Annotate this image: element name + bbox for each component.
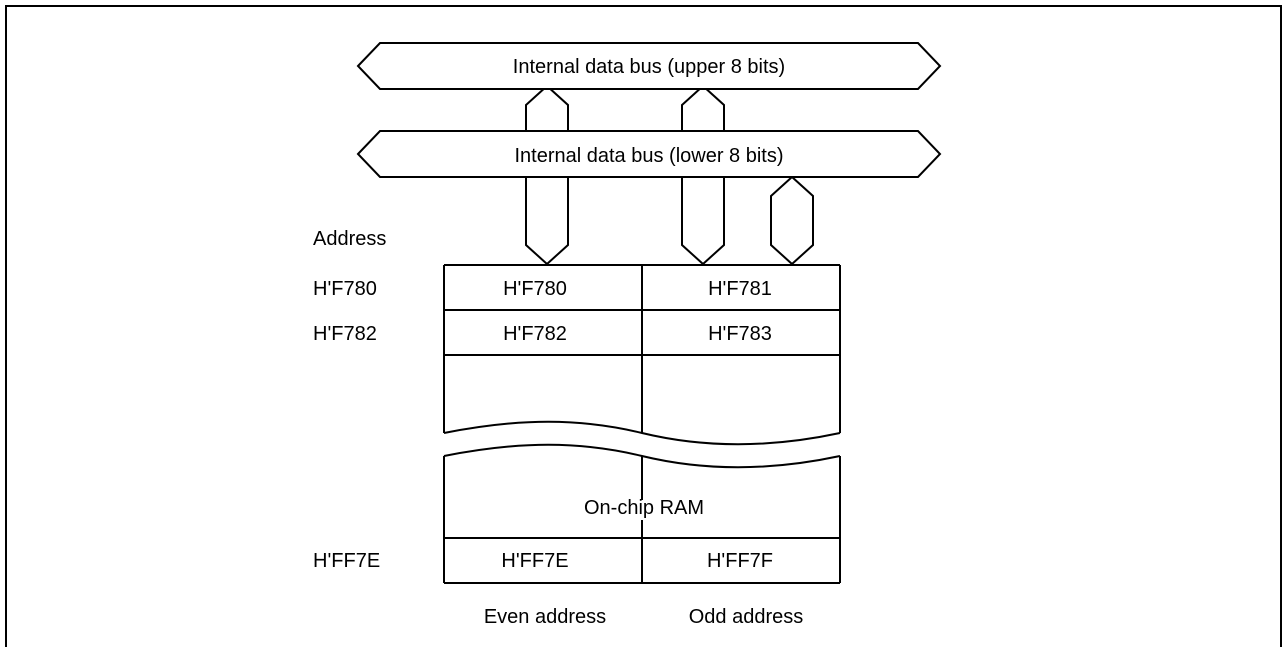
- upper-bus-arrow: [356, 42, 942, 90]
- memory-block-bottom: [443, 456, 841, 584]
- even-cell: H'FF7E: [501, 550, 568, 572]
- lower-bus-label: Internal data bus (lower 8 bits): [514, 145, 783, 167]
- lower-bus-arrow: [356, 130, 942, 178]
- ram-label: On-chip RAM: [584, 497, 704, 519]
- odd-cell: H'F781: [708, 278, 772, 300]
- odd-column-label: Odd address: [689, 606, 804, 628]
- row-address-label: H'FF7E: [313, 550, 380, 572]
- break-line-upper: [443, 420, 841, 446]
- odd-lower-connector: [681, 169, 725, 266]
- even-cell: H'F780: [503, 278, 567, 300]
- memory-block-top: [443, 264, 841, 433]
- diagram-frame: [5, 5, 1282, 647]
- even-column-label: Even address: [484, 606, 606, 628]
- row-address-label: H'F782: [313, 323, 377, 345]
- row-address-label: H'F780: [313, 278, 377, 300]
- upper-bus-label: Internal data bus (upper 8 bits): [513, 56, 785, 78]
- odd-bidirectional-connector: [770, 175, 814, 266]
- odd-cell: H'FF7F: [707, 550, 773, 572]
- address-heading: Address: [313, 228, 386, 250]
- odd-cell: H'F783: [708, 323, 772, 345]
- even-lower-connector: [525, 169, 569, 266]
- even-cell: H'F782: [503, 323, 567, 345]
